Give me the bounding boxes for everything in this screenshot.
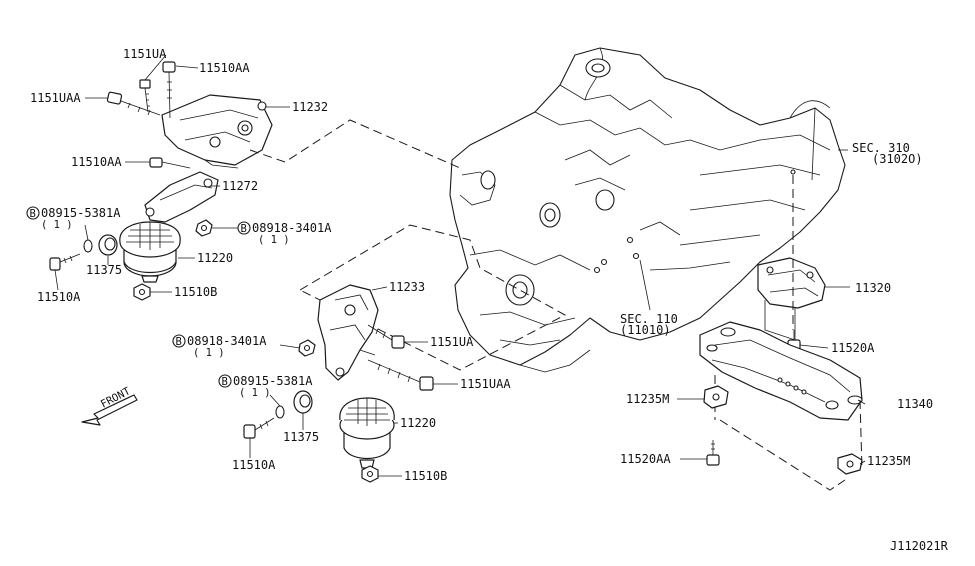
label-11232: 11232 bbox=[292, 100, 328, 114]
label-08915-left: 08915-5381A bbox=[41, 206, 121, 220]
label-08918-right-qty: ( 1 ) bbox=[193, 347, 225, 359]
lower-bracket-guide-frame bbox=[299, 224, 567, 371]
bolt-11510a-left bbox=[49, 253, 81, 271]
label-11510aa-mid: 11510AA bbox=[71, 155, 122, 169]
label-1151uaa-right: 1151UAA bbox=[460, 377, 511, 391]
stopper-11375-right bbox=[293, 390, 313, 414]
label-11375-right: 11375 bbox=[283, 430, 319, 444]
label-sec110-sub: (11010) bbox=[620, 323, 671, 337]
mount-stud-point bbox=[790, 169, 796, 175]
bolt-1151uaa-top bbox=[106, 91, 161, 116]
label-11220-right: 11220 bbox=[400, 416, 436, 430]
label-08918-left-qty: ( 1 ) bbox=[258, 234, 290, 246]
label-1151uaa-top: 1151UAA bbox=[30, 91, 81, 105]
label-08915-right: 08915-5381A bbox=[233, 374, 313, 388]
label-sec310: SEC. 310 bbox=[852, 141, 910, 155]
nut-11510b-left bbox=[133, 283, 151, 301]
label-11320: 11320 bbox=[855, 281, 891, 295]
label-11520a: 11520A bbox=[831, 341, 875, 355]
label-11235m-right: 11235M bbox=[867, 454, 910, 468]
label-sec110: SEC. 110 bbox=[620, 312, 678, 326]
engine-assembly bbox=[449, 47, 846, 373]
label-1151ua-right: 1151UA bbox=[430, 335, 474, 349]
svg-text:B: B bbox=[241, 223, 247, 235]
front-arrow-icon bbox=[81, 394, 138, 426]
bolt-11510aa-top bbox=[162, 61, 176, 119]
label-11510a-left: 11510A bbox=[37, 290, 81, 304]
insulator-11220-left bbox=[119, 221, 181, 283]
bolt-1151ua-right bbox=[367, 324, 405, 349]
bolt-11510a-right bbox=[243, 417, 275, 439]
bolt-1151uaa-right bbox=[367, 359, 434, 391]
bolt-11520aa bbox=[706, 440, 720, 466]
label-11510b-left: 11510B bbox=[174, 285, 217, 299]
circle-b-marker-3: B bbox=[172, 334, 186, 348]
nut-11510b-right bbox=[361, 465, 379, 483]
bolt-11510aa-mid bbox=[149, 157, 191, 169]
label-11375-left: 11375 bbox=[86, 263, 122, 277]
upper-bracket-guide-line bbox=[249, 119, 461, 169]
circle-b-marker-1: B bbox=[26, 206, 40, 220]
circle-b-marker-2: B bbox=[237, 221, 251, 235]
insulator-11220-right bbox=[339, 397, 395, 469]
label-11272: 11272 bbox=[222, 179, 258, 193]
member-guide-line-lower bbox=[719, 419, 846, 491]
label-11510b-right: 11510B bbox=[404, 469, 447, 483]
washer-08915-right bbox=[275, 405, 285, 419]
label-08918-left: 08918-3401A bbox=[252, 221, 332, 235]
engine-mounting-bracket-lower bbox=[317, 284, 379, 381]
label-11510aa-top: 11510AA bbox=[199, 61, 250, 75]
label-11233: 11233 bbox=[389, 280, 425, 294]
insulator-11320 bbox=[757, 257, 826, 341]
nut-08918-left bbox=[195, 219, 213, 237]
svg-text:B: B bbox=[30, 208, 36, 220]
label-sec310-sub: (3102O) bbox=[872, 152, 923, 166]
plate-11235m-left bbox=[703, 385, 729, 409]
member-11340 bbox=[699, 321, 863, 421]
label-11235m-left: 11235M bbox=[626, 392, 669, 406]
engine-mounting-bracket-upper bbox=[161, 94, 273, 169]
diagram-id: J112021R bbox=[890, 539, 949, 553]
label-11510a-right: 11510A bbox=[232, 458, 276, 472]
svg-text:B: B bbox=[222, 376, 228, 388]
label-11340: 11340 bbox=[897, 397, 933, 411]
label-11520aa: 11520AA bbox=[620, 452, 671, 466]
member-guide-line-right bbox=[859, 399, 863, 471]
label-1151ua-top: 1151UA bbox=[123, 47, 167, 61]
washer-08915-left bbox=[83, 239, 93, 253]
label-11220-left: 11220 bbox=[197, 251, 233, 265]
label-08918-right: 08918-3401A bbox=[187, 334, 267, 348]
svg-text:B: B bbox=[176, 336, 182, 348]
circle-b-marker-4: B bbox=[218, 374, 232, 388]
engine-mounting-bracket-mid bbox=[144, 171, 219, 223]
leader-lines bbox=[54, 54, 866, 477]
bolt-1151ua-top bbox=[139, 79, 151, 113]
nut-08918-right bbox=[298, 339, 316, 357]
label-08915-right-qty: ( 1 ) bbox=[239, 387, 271, 399]
label-08915-left-qty: ( 1 ) bbox=[41, 219, 73, 231]
stopper-11375-left bbox=[98, 234, 118, 256]
plate-11235m-right bbox=[837, 453, 863, 475]
